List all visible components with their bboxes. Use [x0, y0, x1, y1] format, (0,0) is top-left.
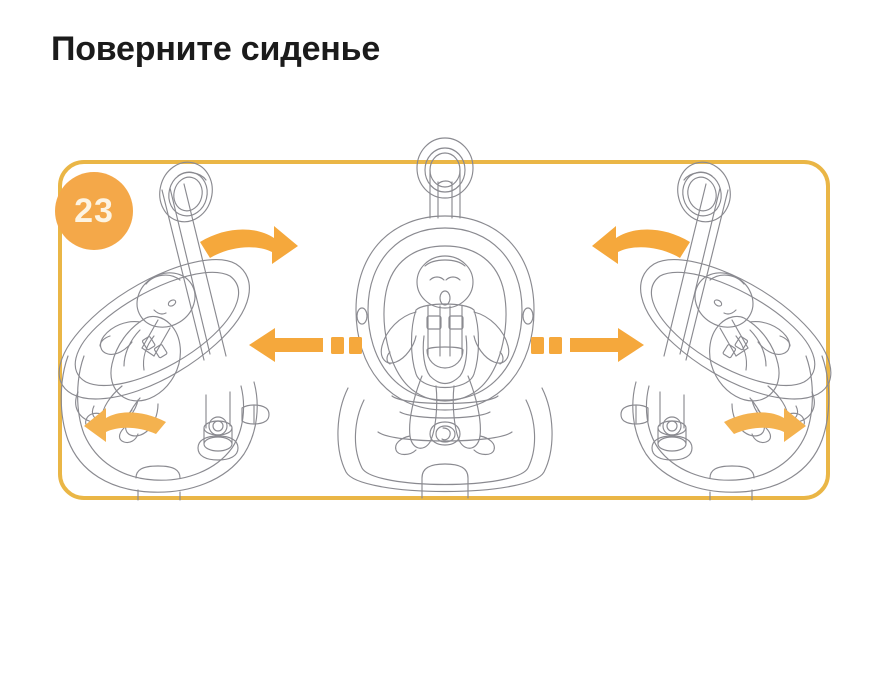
curved-arrow-base-left-left-panel — [84, 408, 166, 442]
dashed-arrow-left — [245, 320, 365, 370]
curved-arrow-base-right-right-panel — [724, 408, 806, 442]
step-number-badge: 23 — [55, 172, 133, 250]
illustration-panel-center — [330, 137, 560, 500]
illustration-panel-left — [58, 160, 318, 501]
dashed-arrow-right — [528, 320, 648, 370]
page-title: Поверните сиденье — [51, 30, 381, 68]
curved-arrow-rotate-left-right-panel — [592, 226, 690, 264]
curved-arrow-rotate-right-left-panel — [200, 226, 298, 264]
step-illustration-frame — [58, 160, 830, 500]
illustration-panel-right — [572, 160, 832, 501]
step-number-label: 23 — [74, 191, 114, 230]
